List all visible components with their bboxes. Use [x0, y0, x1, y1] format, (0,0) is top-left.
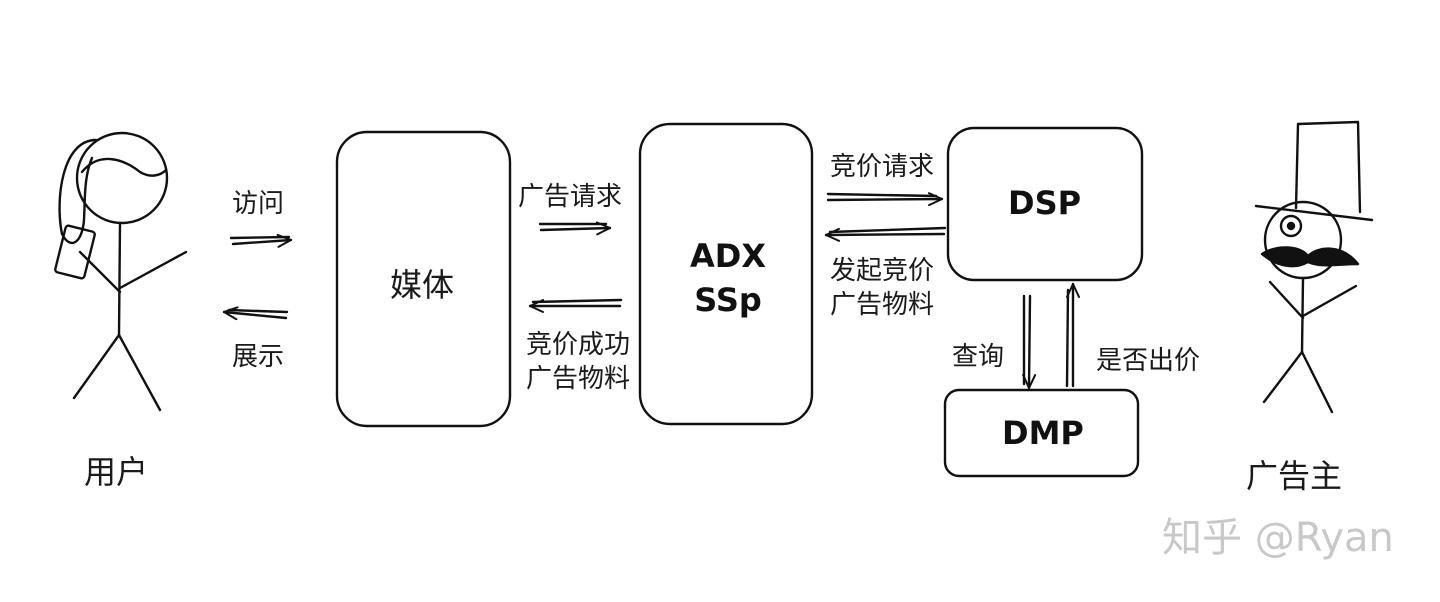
dsp-label: DSP	[1008, 184, 1082, 222]
user-ponytail	[58, 138, 98, 245]
dmp-box	[943, 388, 1140, 478]
bid-success-line1: 竞价成功	[526, 330, 631, 360]
user-body	[117, 221, 122, 337]
whether-bid-label: 是否出价	[1096, 346, 1201, 376]
advertiser-right-arm	[1301, 284, 1358, 318]
ad-request-arrow	[538, 221, 612, 236]
moustache-icon	[1260, 246, 1360, 268]
top-hat-brim	[1254, 204, 1374, 222]
ssp-label: SSp	[694, 281, 762, 319]
whether-bid-arrow	[1065, 282, 1080, 388]
user-head	[75, 131, 169, 225]
advertiser-figure	[1254, 120, 1374, 414]
visit-arrow	[229, 233, 293, 248]
initiate-bid-arrow	[824, 226, 947, 242]
initiate-bid-line2: 广告物料	[830, 290, 935, 320]
adx-label: ADX	[690, 237, 766, 275]
user-right-leg	[117, 333, 162, 412]
bid-success-label: 竞价成功 广告物料	[526, 328, 630, 396]
visit-label: 访问	[232, 189, 285, 219]
dmp-label: DMP	[1002, 414, 1084, 452]
user-hair-fringe	[80, 157, 168, 177]
initiate-bid-label: 发起竞价 广告物料	[830, 254, 934, 322]
display-label: 展示	[232, 342, 285, 372]
advertiser-left-arm	[1268, 280, 1305, 320]
display-arrow	[222, 306, 289, 321]
advertiser-head	[1263, 200, 1343, 280]
bid-request-arrow	[826, 192, 944, 207]
watermark-label: 知乎 @Ryan	[1162, 515, 1394, 561]
top-hat-crown	[1294, 120, 1362, 214]
adx-ssp-box	[638, 122, 814, 426]
user-left-arm	[78, 250, 122, 294]
user-figure	[54, 131, 188, 412]
advertiser-left-leg	[1262, 350, 1304, 404]
media-box	[335, 130, 512, 428]
initiate-bid-line1: 发起竞价	[830, 256, 935, 286]
media-label: 媒体	[390, 266, 455, 304]
advertiser-right-leg	[1300, 350, 1334, 414]
bid-success-line2: 广告物料	[526, 364, 631, 394]
dsp-box	[946, 126, 1144, 282]
bid-success-arrow	[528, 298, 623, 313]
user-right-arm	[118, 250, 188, 290]
query-label: 查询	[952, 342, 1005, 372]
bid-request-label: 竞价请求	[830, 152, 935, 182]
user-left-leg	[72, 333, 121, 400]
adx-ssp-label: ADX SSp	[690, 234, 766, 322]
monocle-icon	[1279, 214, 1303, 238]
phone-icon	[54, 224, 96, 280]
user-label: 用户	[84, 453, 149, 491]
query-arrow	[1022, 294, 1037, 390]
advertiser-label: 广告主	[1246, 457, 1343, 495]
ad-request-label: 广告请求	[518, 182, 623, 212]
